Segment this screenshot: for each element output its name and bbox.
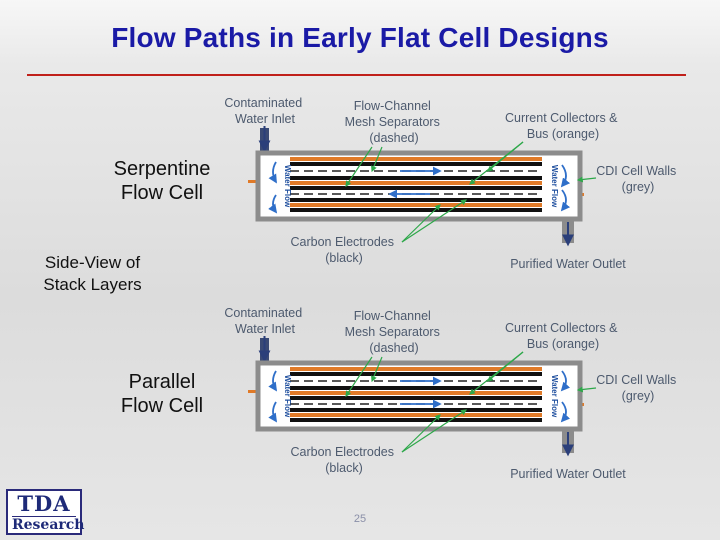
parallel-wall-pointer	[576, 386, 597, 393]
parallel-collector-3	[290, 413, 542, 417]
parallel-electrodes-label: Carbon Electrodes (black)	[290, 445, 397, 475]
parallel-right-turn-1	[560, 370, 571, 392]
serpentine-collectors-label: Current Collectors & Bus (orange)	[505, 111, 621, 141]
parallel-left-turn-1	[268, 370, 277, 392]
parallel-mesh-pointer-1	[345, 356, 373, 397]
parallel-mesh-pointer-2	[371, 356, 383, 383]
parallel-left-water-flow: Water Flow	[283, 375, 292, 418]
slide-title: Flow Paths in Early Flat Cell Designs	[111, 22, 609, 53]
serpentine-left-water-flow: Water Flow	[283, 165, 292, 208]
page-number: 25	[353, 513, 367, 525]
parallel-inlet-label: Contaminated Water Inlet	[224, 306, 305, 336]
parallel-collectors-label: Current Collectors & Bus (orange)	[505, 321, 621, 351]
serpentine-electrode-1	[290, 162, 542, 166]
side-view-label: Side-View of Stack Layers	[30, 252, 155, 296]
serpentine-electrode-pointer-1	[401, 204, 441, 243]
parallel-collector-1	[290, 367, 542, 371]
serpentine-electrode-5	[290, 208, 542, 212]
serpentine-right-turn-1	[560, 164, 571, 188]
parallel-electrode-pointer-2	[401, 409, 468, 453]
parallel-electrode-2	[290, 386, 542, 390]
serpentine-mesh-label: Flow-Channel Mesh Separators (dashed)	[345, 99, 444, 145]
serpentine-left-lead	[248, 180, 260, 183]
serpentine-electrode-4	[290, 198, 542, 202]
parallel-collector-2	[290, 391, 542, 395]
serpentine-wall-pointer	[576, 176, 597, 183]
parallel-outlet-label: Purified Water Outlet	[510, 467, 626, 481]
logo-top-text: TDA	[17, 491, 71, 516]
logo-bottom-text: Research	[12, 516, 85, 533]
parallel-cell: Contaminated Water Inlet Flow-Channel Me…	[224, 306, 680, 481]
serpentine-collector-3	[290, 203, 542, 207]
serpentine-left-turn-1	[268, 161, 277, 184]
serpentine-walls-label: CDI Cell Walls (grey)	[596, 164, 680, 194]
tda-research-logo: TDA Research	[6, 489, 85, 535]
serpentine-collector-1	[290, 157, 542, 161]
serpentine-right-turn-2	[560, 189, 571, 212]
side-view-label-line1: Side-View of	[44, 253, 141, 272]
serpentine-mesh-pointer-2	[371, 146, 383, 173]
parallel-walls-label: CDI Cell Walls (grey)	[596, 373, 680, 403]
parallel-left-lead	[248, 390, 260, 393]
serpentine-mesh-pointer-1	[345, 146, 373, 187]
serpentine-collector-pointer-2	[469, 141, 524, 185]
serpentine-inlet-label: Contaminated Water Inlet	[224, 96, 305, 126]
serpentine-label-line1: Serpentine	[113, 158, 211, 180]
title-underline	[27, 74, 686, 76]
parallel-electrode-4	[290, 408, 542, 412]
parallel-electrode-5	[290, 418, 542, 422]
parallel-label: Parallel Flow Cell	[92, 370, 232, 418]
parallel-label-line2: Flow Cell	[120, 395, 204, 417]
serpentine-label: Serpentine Flow Cell	[92, 157, 232, 205]
serpentine-outlet-label: Purified Water Outlet	[510, 257, 626, 271]
parallel-electrode-pointer-1	[401, 414, 441, 453]
serpentine-collector-2	[290, 181, 542, 185]
parallel-label-line1: Parallel	[128, 371, 196, 393]
serpentine-left-turn-2	[268, 194, 278, 214]
serpentine-electrode-pointer-2	[401, 199, 468, 243]
serpentine-electrode-3	[290, 186, 542, 190]
serpentine-right-water-flow: Water Flow	[550, 165, 559, 208]
parallel-right-water-flow: Water Flow	[550, 375, 559, 418]
parallel-electrode-1	[290, 372, 542, 376]
side-view-label-line2: Stack Layers	[43, 275, 142, 294]
serpentine-cell: Contaminated Water Inlet Flow-Channel Me…	[224, 96, 680, 271]
serpentine-label-line2: Flow Cell	[120, 182, 204, 204]
serpentine-electrode-2	[290, 176, 542, 180]
parallel-collector-pointer-2	[469, 351, 524, 395]
serpentine-electrodes-label: Carbon Electrodes (black)	[290, 235, 397, 265]
parallel-right-turn-2	[560, 401, 571, 423]
parallel-mesh-label: Flow-Channel Mesh Separators (dashed)	[345, 309, 444, 355]
parallel-left-turn-2	[268, 401, 277, 423]
parallel-electrode-3	[290, 396, 542, 400]
